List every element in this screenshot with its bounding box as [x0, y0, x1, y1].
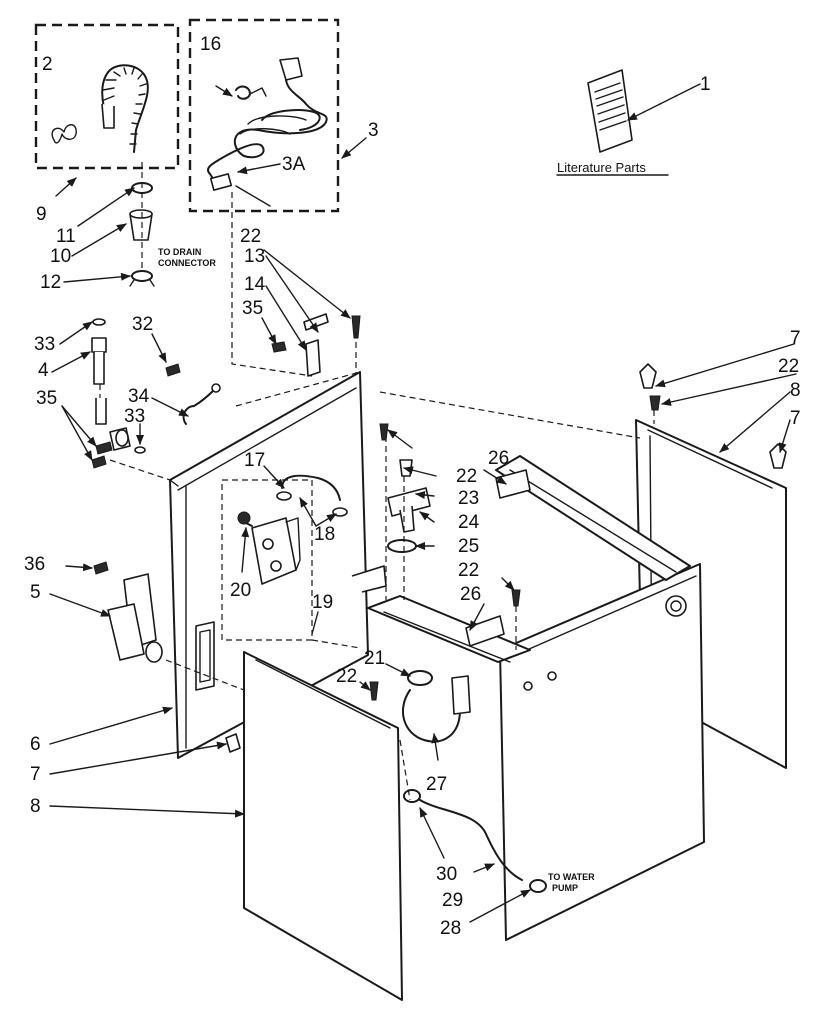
front-panel [243, 651, 403, 1001]
callout-11: 11 [56, 226, 76, 247]
callout-22-middle: 22 [456, 466, 477, 487]
callout-12: 12 [40, 272, 61, 293]
dispenser-nozzle-icon [387, 459, 431, 553]
callout-3a: 3A [282, 154, 306, 175]
callout-30: 30 [436, 864, 457, 885]
power-cord-icon [206, 57, 328, 191]
drain-hose-kit-box [34, 23, 180, 170]
callout-leaders [49, 83, 797, 923]
callout-9: 9 [36, 204, 47, 225]
callout-10: 10 [50, 246, 71, 267]
to-water-pump-label-1: TO WATER [548, 872, 595, 882]
pump-hose-icon [403, 789, 547, 893]
hinge-bracket-icon [303, 313, 329, 377]
washer-icon-2 [134, 446, 146, 454]
callout-29: 29 [442, 890, 463, 911]
callout-8-front: 8 [30, 796, 41, 817]
callout-18: 18 [314, 524, 335, 545]
callout-20: 20 [230, 580, 251, 601]
hose-clamp-icon [129, 270, 155, 287]
to-water-pump-label-2: PUMP [552, 883, 578, 893]
callout-17: 17 [244, 450, 265, 471]
screw-icon-2 [165, 363, 181, 377]
screw-icon [91, 441, 113, 469]
callout-22-lower: 22 [458, 560, 479, 581]
fill-hose-icon [401, 670, 471, 743]
callout-26-lower: 26 [460, 584, 481, 605]
callout-22-front: 22 [336, 666, 357, 687]
callout-6: 6 [30, 734, 41, 755]
callout-22-top: 22 [240, 226, 261, 247]
hose-clip-icon [51, 124, 77, 144]
callout-8-back: 8 [790, 380, 801, 401]
inlet-coupler-icon [109, 427, 131, 451]
top-brace-upper [495, 455, 691, 581]
washer-icon [92, 318, 106, 326]
callout-7-top: 7 [790, 328, 801, 349]
callout-26-upper: 26 [488, 448, 509, 469]
callout-28: 28 [440, 918, 461, 939]
callout-33-lower: 33 [124, 406, 145, 427]
callout-25: 25 [458, 536, 479, 557]
bracket-icon [351, 565, 387, 593]
callout-23: 23 [458, 488, 479, 509]
drain-connector-icon [129, 209, 153, 241]
callout-1: 1 [700, 74, 711, 95]
callout-22-right: 22 [778, 356, 799, 377]
literature-booklet-icon [587, 69, 633, 153]
callout-7-right: 7 [790, 408, 801, 429]
water-inlet-fitting-icon [91, 337, 107, 425]
drain-outlet-icon [107, 573, 163, 663]
callout-13: 13 [244, 246, 265, 267]
callout-24: 24 [458, 512, 480, 533]
right-side-panel [499, 563, 705, 941]
callout-34: 34 [128, 386, 150, 407]
callout-21: 21 [364, 648, 385, 669]
callout-19: 19 [312, 592, 333, 613]
callout-7-left: 7 [30, 764, 41, 785]
callout-14: 14 [244, 274, 266, 295]
ground-wire-icon [182, 383, 221, 425]
drain-hose-icon [101, 64, 149, 153]
callout-5: 5 [30, 582, 41, 603]
power-cord-kit-box [188, 18, 340, 213]
callout-35-top: 35 [242, 298, 263, 319]
callout-27: 27 [426, 774, 447, 795]
water-valve-icon [237, 511, 301, 585]
valve-hose-icon [276, 474, 348, 517]
callout-16: 16 [200, 34, 221, 55]
callout-numbers: 1 2 3 3A 4 5 6 7 7 7 8 8 9 10 11 12 13 1… [24, 34, 801, 939]
callout-32: 32 [132, 314, 153, 335]
callout-35-left: 35 [36, 388, 57, 409]
literature-parts-label: Literature Parts [557, 160, 646, 175]
callout-36: 36 [24, 554, 45, 575]
callout-3: 3 [368, 120, 379, 141]
callout-33-top: 33 [34, 334, 55, 355]
to-drain-connector-label-1: TO DRAIN [158, 247, 201, 257]
callout-4: 4 [38, 360, 49, 381]
callout-2: 2 [42, 54, 53, 75]
top-brace-lower [367, 595, 531, 663]
to-drain-connector-label-2: CONNECTOR [158, 258, 216, 268]
assembly-guides [99, 192, 655, 801]
